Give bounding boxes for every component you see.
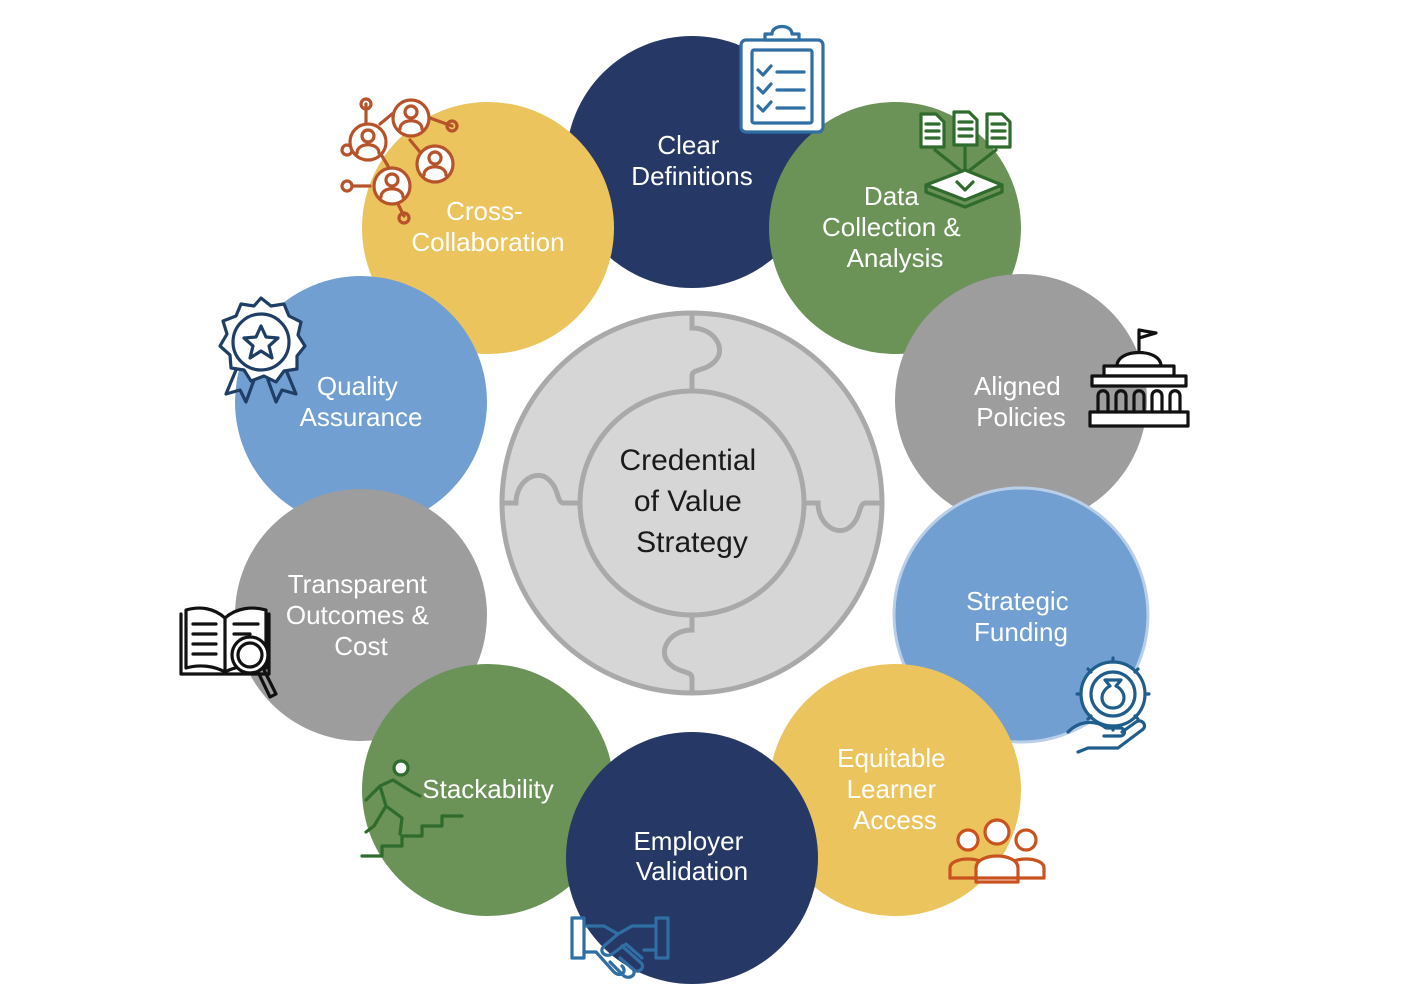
node-label-line: Collection & (822, 212, 961, 242)
node-label-stackability: Stackability (422, 774, 554, 804)
node-label-line: Analysis (847, 243, 944, 273)
node-label-clear-definitions: Clear Definitions (631, 130, 752, 191)
node-circle-stackability (362, 664, 614, 916)
award-ribbon-icon (218, 296, 307, 404)
node-labels: Clear Definitions Data Collection & Anal… (286, 130, 1076, 886)
puzzle-joint-right (804, 500, 882, 534)
node-label-line: Quality (317, 371, 398, 401)
node-circle-employer-validation (566, 732, 818, 984)
node-label-transparent-outcomes: Transparent Outcomes & Cost (286, 569, 436, 661)
puzzle-joint-left (502, 472, 580, 506)
money-gear-hand-icon (1066, 656, 1151, 754)
node-label-line: Policies (976, 402, 1066, 432)
handshake-icon (570, 916, 670, 979)
node-label-line: Access (853, 805, 937, 835)
node-label-line: Stackability (422, 774, 554, 804)
node-label-line: Assurance (300, 402, 423, 432)
center-title-line: of Value (634, 485, 742, 518)
book-magnifier-icon (179, 606, 278, 699)
node-label-line: Employer (633, 826, 743, 856)
people-network-icon (340, 97, 459, 225)
node-label-line: Data (864, 181, 919, 211)
documents-to-database-icon (919, 110, 1012, 209)
node-label-line: Aligned (974, 371, 1061, 401)
capitol-building-icon (1088, 328, 1190, 428)
clipboard-checklist-icon (739, 24, 825, 134)
node-label-line: Funding (974, 617, 1068, 647)
node-label-data-collection: Data Collection & Analysis (822, 181, 968, 273)
node-label-quality-assurance: Quality Assurance (300, 371, 423, 432)
node-label-line: Validation (636, 856, 748, 886)
puzzle-joint-top (689, 313, 723, 391)
node-label-cross-collaboration: Cross- Collaboration (411, 196, 564, 257)
puzzle-joint-bottom (661, 615, 695, 693)
node-circle-aligned-policies (895, 274, 1147, 526)
node-label-line: Clear (657, 130, 719, 160)
node-label-aligned-policies: Aligned Policies (974, 371, 1068, 432)
center-puzzle (499, 310, 885, 696)
node-label-line: Equitable (837, 743, 945, 773)
people-group-icon (948, 818, 1046, 884)
node-circle-equitable-access (769, 664, 1021, 916)
node-label-line: Cost (334, 631, 388, 661)
center-title-line: Strategy (636, 526, 748, 559)
node-label-equitable-access: Equitable Learner Access (837, 743, 953, 835)
node-label-line: Transparent (288, 569, 428, 599)
node-label-employer-validation: Employer Validation (633, 826, 750, 886)
center-title: Credential of Value Strategy (619, 444, 764, 559)
node-circles (235, 36, 1150, 984)
node-label-line: Definitions (631, 161, 752, 191)
person-climbing-stairs-icon (360, 759, 464, 858)
node-label-line: Strategic (966, 586, 1069, 616)
node-label-line: Outcomes & (286, 600, 429, 630)
node-label-line: Collaboration (411, 227, 564, 257)
node-circle-transparent-outcomes (235, 489, 487, 741)
node-label-line: Learner (847, 774, 937, 804)
node-label-line: Cross- (446, 196, 523, 226)
center-title-line: Credential (619, 444, 756, 477)
node-label-strategic-funding: Strategic Funding (966, 586, 1076, 647)
